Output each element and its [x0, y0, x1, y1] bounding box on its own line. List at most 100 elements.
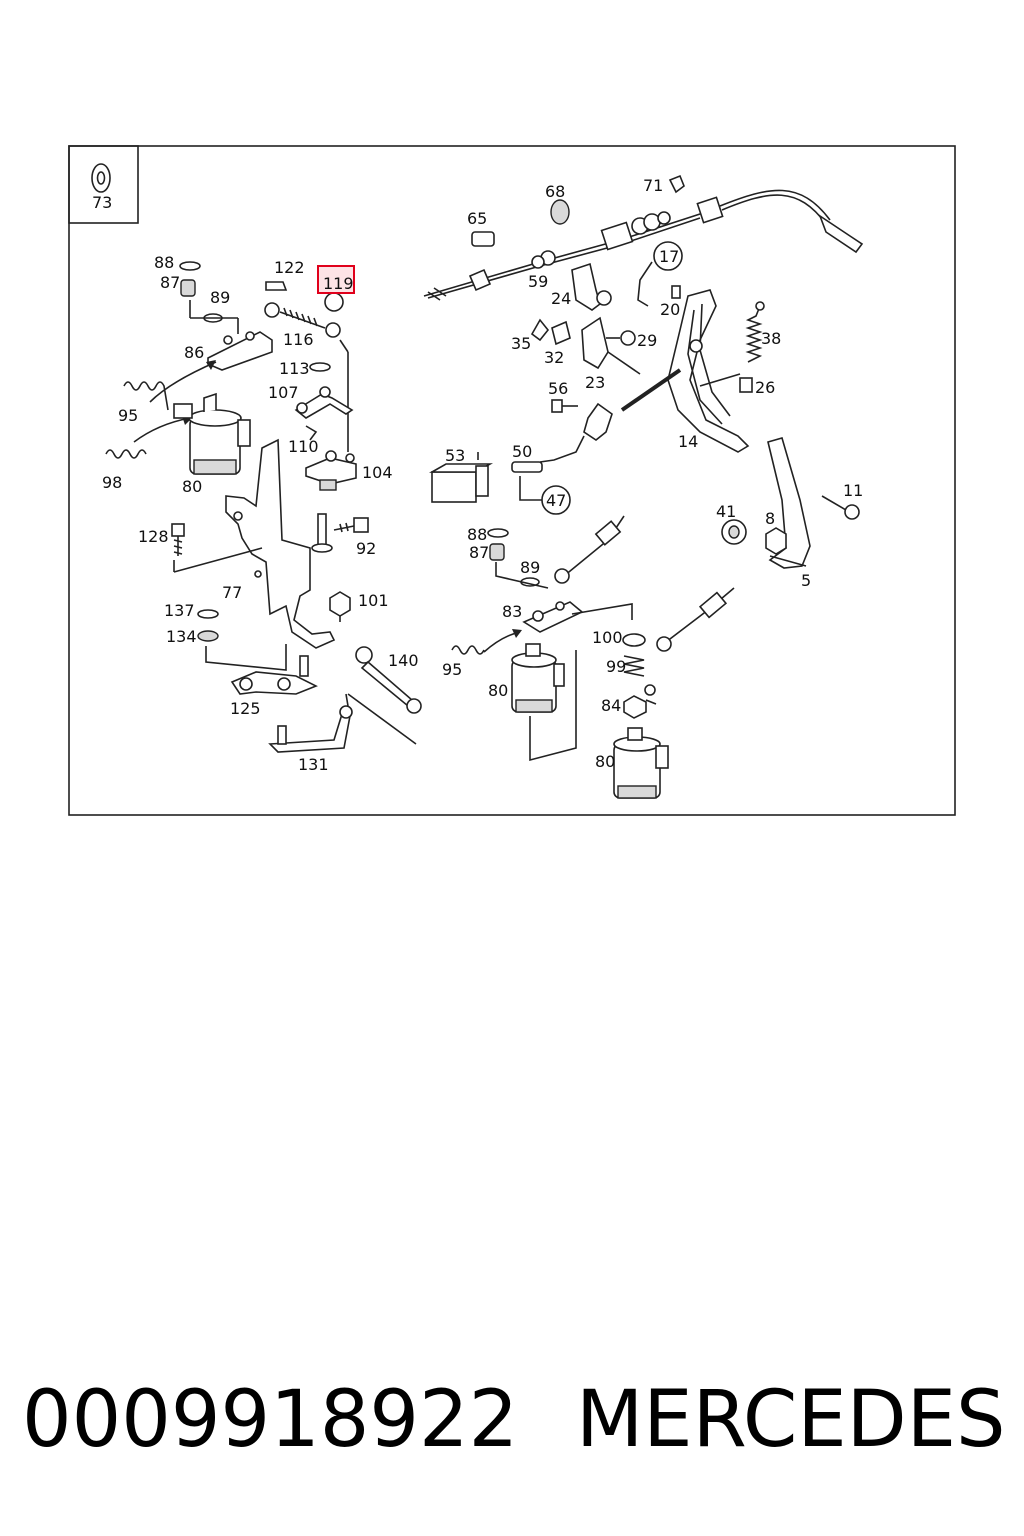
callout-71: 71 — [643, 176, 663, 195]
spring-part-38 — [745, 305, 763, 363]
callout-128: 128 — [138, 527, 169, 546]
actuator-part-80b — [511, 643, 565, 713]
callout-84: 84 — [601, 696, 621, 715]
clip-part-137 — [197, 609, 219, 619]
callout-87b: 87 — [469, 543, 489, 562]
callout-26: 26 — [755, 378, 775, 397]
cable-end-part-59 — [468, 268, 492, 292]
bracket-part-86 — [207, 331, 273, 371]
nut-part-8 — [765, 527, 787, 555]
pedal-part-5 — [767, 437, 811, 569]
brand-name: MERCEDES — [576, 1375, 1006, 1465]
clip-part-88b — [487, 528, 509, 538]
valve-part-84 — [623, 695, 647, 719]
callout-131: 131 — [298, 755, 329, 774]
callout-highlight — [317, 265, 355, 294]
clip-part-26 — [739, 377, 753, 393]
bolt-part-29 — [620, 330, 636, 346]
relay-part-53 — [428, 452, 494, 503]
bracket-part-23 — [581, 316, 609, 370]
callout-11: 11 — [843, 481, 863, 500]
callout-89b: 89 — [520, 558, 540, 577]
bracket-part-24 — [571, 262, 601, 311]
callout-50: 50 — [512, 442, 532, 461]
callout-98: 98 — [102, 473, 122, 492]
spring-part-95 — [123, 381, 169, 411]
callout-47: 47 — [546, 491, 566, 510]
callout-110: 110 — [288, 437, 319, 456]
bolt-part-128 — [171, 523, 185, 556]
callout-83: 83 — [502, 602, 522, 621]
callout-24: 24 — [551, 289, 571, 308]
clip-part-88 — [179, 261, 201, 271]
callout-89: 89 — [210, 288, 230, 307]
part-number: 0009918922 — [22, 1375, 519, 1465]
seal-part-100 — [622, 633, 646, 647]
callout-92: 92 — [356, 539, 376, 558]
bolt-part-92 — [333, 517, 369, 533]
callout-5: 5 — [801, 571, 811, 590]
grommet-part-65 — [471, 231, 495, 247]
callout-56: 56 — [548, 379, 568, 398]
spring-part-95b — [451, 645, 485, 655]
callout-59: 59 — [528, 272, 548, 291]
callout-107: 107 — [268, 383, 299, 402]
callout-101: 101 — [358, 591, 389, 610]
clip-part-113 — [309, 362, 331, 372]
callout-23: 23 — [585, 373, 605, 392]
callout-122: 122 — [274, 258, 305, 277]
callout-116: 116 — [283, 330, 314, 349]
bolt-part-11 — [821, 495, 860, 520]
selector-rod-part-140 — [355, 646, 422, 714]
callout-8: 8 — [765, 509, 775, 528]
plate-part-32 — [551, 320, 571, 346]
callout-68: 68 — [545, 182, 565, 201]
callout-80: 80 — [182, 477, 202, 496]
callout-95: 95 — [118, 406, 138, 425]
callout-32: 32 — [544, 348, 564, 367]
callout-95b: 95 — [442, 660, 462, 679]
callout-86: 86 — [184, 343, 204, 362]
callout-29: 29 — [637, 331, 657, 350]
callout-134: 134 — [166, 627, 197, 646]
bolt-part-56 — [551, 399, 578, 413]
actuation-rod — [620, 368, 682, 412]
callout-137: 137 — [164, 601, 195, 620]
actuator-part-80 — [173, 392, 251, 475]
washer-part-134 — [197, 630, 219, 642]
pedal-lever-part-14 — [667, 289, 750, 453]
callout-53: 53 — [445, 446, 465, 465]
clip-part-71 — [668, 174, 685, 194]
ball-part-119 — [324, 292, 344, 312]
spring-part-98 — [105, 449, 147, 459]
callout-140: 140 — [388, 651, 419, 670]
callout-99: 99 — [606, 657, 626, 676]
callout-14: 14 — [678, 432, 698, 451]
callout-65: 65 — [467, 209, 487, 228]
bushing-part-87b — [489, 543, 505, 561]
callout-35: 35 — [511, 334, 531, 353]
callout-100: 100 — [592, 628, 623, 647]
pin-part-20 — [671, 285, 681, 299]
callout-125: 125 — [230, 699, 261, 718]
callout-104: 104 — [362, 463, 393, 482]
callout-17: 17 — [659, 247, 679, 266]
clip-part-35 — [530, 318, 550, 342]
callout-80c: 80 — [595, 752, 615, 771]
inset-label: 73 — [92, 193, 112, 212]
detail-circle-17 — [653, 241, 683, 271]
callout-87: 87 — [160, 273, 180, 292]
callout-41: 41 — [716, 502, 736, 521]
bushing-part-87 — [180, 279, 196, 297]
sensor-part-50 — [511, 461, 543, 473]
nut-part-101 — [329, 591, 351, 617]
shift-cable — [423, 189, 864, 301]
inset-box — [68, 145, 139, 224]
diagram-frame — [68, 145, 956, 816]
washer-icon — [91, 163, 111, 193]
pin-part-122 — [265, 281, 288, 291]
callout-38: 38 — [761, 329, 781, 348]
bushing-part-68 — [550, 199, 570, 225]
callout-20: 20 — [660, 300, 680, 319]
